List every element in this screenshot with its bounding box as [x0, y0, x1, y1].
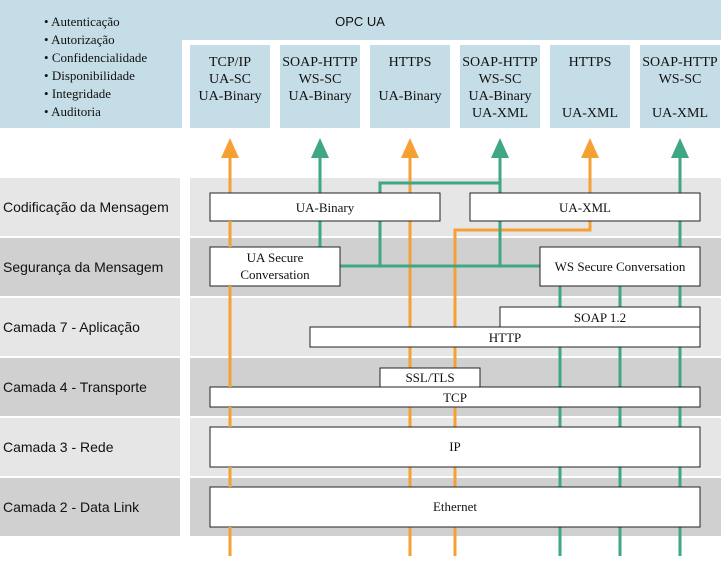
svg-text:WS-SC: WS-SC [479, 72, 522, 87]
header-title: OPC UA [335, 14, 385, 29]
arrowheads [221, 138, 689, 158]
bullet-list: • Autenticação • Autorização • Confidenc… [44, 14, 147, 119]
bullet-item: • Autenticação [44, 14, 120, 29]
bullet-item: • Autorização [44, 32, 115, 47]
tcp-label: TCP [443, 390, 467, 405]
svg-text:UA-Binary: UA-Binary [469, 89, 532, 104]
layer-labels: Codificação da Mensagem Segurança da Men… [3, 199, 169, 515]
layer-bands [0, 178, 721, 536]
green-arrow-icon [671, 138, 689, 158]
svg-text:UA-XML: UA-XML [562, 106, 618, 121]
layer-label: Camada 3 - Rede [3, 439, 114, 455]
ua-binary-label: UA-Binary [296, 200, 355, 215]
http-box [309, 326, 701, 348]
svg-text:UA-Binary: UA-Binary [379, 89, 442, 104]
svg-text:WS-SC: WS-SC [659, 72, 702, 87]
ethernet-box [209, 486, 701, 528]
layer-label: Codificação da Mensagem [3, 199, 169, 215]
orange-arrow-icon [401, 138, 419, 158]
ip-box [209, 426, 701, 468]
orange-arrow-icon [581, 138, 599, 158]
stack-column-2: SOAP-HTTP WS-SC UA-Binary [280, 45, 360, 128]
svg-text:WS-SC: WS-SC [299, 72, 342, 87]
ws-secure-conversation-label: WS Secure Conversation [555, 259, 686, 274]
svg-text:UA-SC: UA-SC [209, 72, 251, 87]
ip-label: IP [449, 439, 461, 454]
header-left-panel [0, 0, 182, 128]
ws-secure-conversation-box [539, 246, 701, 287]
ua-secure-conversation-label: Conversation [240, 267, 310, 282]
svg-text:SOAP-HTTP: SOAP-HTTP [642, 55, 718, 70]
svg-text:HTTPS: HTTPS [389, 55, 432, 70]
protocol-boxes: UA-Binary UA-XML UA Secure Conversation … [209, 192, 701, 528]
orange-arrow-icon [221, 138, 239, 158]
layer-label: Segurança da Mensagem [3, 259, 163, 275]
ssl-tls-label: SSL/TLS [405, 370, 454, 385]
svg-text:SOAP-HTTP: SOAP-HTTP [282, 55, 358, 70]
http-label: HTTP [489, 330, 522, 345]
svg-text:UA-Binary: UA-Binary [199, 89, 262, 104]
green-arrow-icon [311, 138, 329, 158]
soap-label: SOAP 1.2 [574, 310, 626, 325]
svg-text:TCP/IP: TCP/IP [209, 55, 251, 70]
bullet-item: • Disponibilidade [44, 68, 135, 83]
layer-label: Camada 4 - Transporte [3, 379, 147, 395]
layer-label: Camada 7 - Aplicação [3, 319, 140, 335]
stack-column-3: HTTPS UA-Binary [370, 45, 450, 128]
green-arrow-icon [491, 138, 509, 158]
ua-secure-conversation-label: UA Secure [247, 250, 304, 265]
stack-column-4: SOAP-HTTP WS-SC UA-Binary UA-XML [460, 45, 540, 128]
bullet-item: • Integridade [44, 86, 111, 101]
ua-xml-label: UA-XML [559, 200, 611, 215]
layer-label: Camada 2 - Data Link [3, 499, 140, 515]
svg-text:HTTPS: HTTPS [569, 55, 612, 70]
stack-column-1: TCP/IP UA-SC UA-Binary [190, 45, 270, 128]
stack-column-5: HTTPS UA-XML [550, 45, 630, 128]
svg-text:UA-XML: UA-XML [652, 106, 708, 121]
bullet-item: • Auditoria [44, 104, 101, 119]
svg-text:UA-Binary: UA-Binary [289, 89, 352, 104]
ua-xml-box [469, 192, 701, 222]
tcp-box [209, 386, 701, 408]
ua-secure-conversation-box [209, 246, 341, 287]
bullet-item: • Confidencialidade [44, 50, 147, 65]
ua-binary-box [209, 192, 441, 222]
ethernet-label: Ethernet [433, 499, 477, 514]
stack-column-6: SOAP-HTTP WS-SC UA-XML [640, 45, 720, 128]
svg-text:UA-XML: UA-XML [472, 106, 528, 121]
svg-text:SOAP-HTTP: SOAP-HTTP [462, 55, 538, 70]
